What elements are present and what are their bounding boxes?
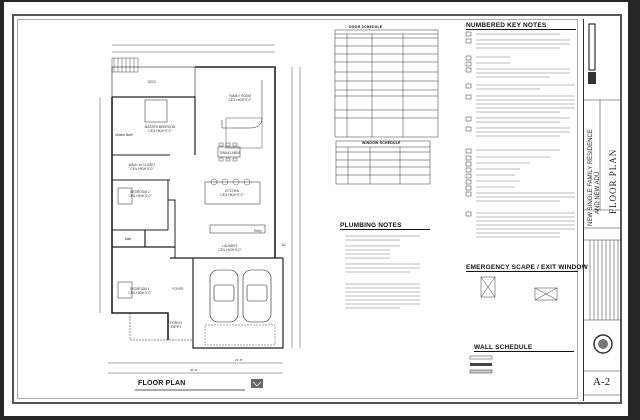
master-bath-label: Master Bath — [115, 133, 132, 137]
exterior-wall — [111, 66, 276, 340]
dining-chairs — [218, 142, 238, 162]
kitchen-label: KITCHEN — [225, 189, 240, 193]
sofa — [221, 80, 263, 129]
dining-table — [217, 146, 241, 158]
kitchen-counter — [209, 224, 266, 234]
master-bedroom-label: MASTER BEDROOM — [145, 125, 176, 129]
sheet-border — [12, 14, 622, 404]
notes-text-lines — [345, 33, 575, 309]
sheet-title: FLOOR PLAN — [608, 148, 618, 214]
master-bed — [144, 99, 168, 123]
bed-2 — [117, 187, 133, 205]
kitchen-ceiling: CEIL HIGH 9'-0" — [220, 193, 243, 197]
overall-dimension: 40'-0" — [190, 368, 198, 372]
dining-area-label: DINING AREA — [220, 151, 241, 155]
master-bedroom-ceiling: CEIL HIGH 9'-0" — [148, 129, 171, 133]
bath-label: Bath — [125, 237, 132, 241]
company-logo — [588, 23, 596, 84]
project-title-line1: NEW SINGLE FAMILY RESIDENCE — [588, 129, 594, 226]
porch-outline — [129, 313, 193, 341]
family-room-ceiling: CEIL HIGH 9'-0" — [228, 98, 251, 102]
garage-cars — [209, 269, 272, 323]
walk-in-closet-ceiling: CEIL HIGH 9'-0" — [130, 167, 153, 171]
laundry-ceiling: CEIL HIGH 9'-0" — [218, 248, 241, 252]
title-block-grid — [583, 99, 621, 396]
garage-dimension: 21'-8" — [235, 358, 243, 362]
window-schedule-table — [335, 140, 431, 185]
master-wall — [112, 96, 196, 155]
deck-label: DECK — [148, 80, 158, 84]
bed-1 — [117, 281, 133, 299]
numbered-key-notes-heading: NUMBERED KEY NOTES — [466, 22, 576, 30]
walk-in-closet-label: WALK-IN CLOSET — [129, 163, 156, 167]
foyer-label: FOYER — [173, 287, 185, 291]
bedroom-1-ceiling: CEIL HIGH 9'-0" — [128, 291, 151, 295]
deck-stairs — [111, 57, 139, 73]
key-note-number-boxes — [465, 31, 472, 217]
ac-label: AC — [282, 243, 287, 247]
kitchen-island — [204, 181, 261, 205]
porch-label: PORCH — [170, 321, 182, 325]
dimension-lines — [99, 44, 301, 374]
sheet-number: A-2 — [593, 376, 611, 388]
family-room-label: FAMILY ROOM — [229, 94, 251, 98]
wall-schedule-swatches — [469, 355, 493, 374]
north-arrow-icon — [251, 379, 263, 388]
city-seal-icon — [593, 334, 613, 354]
bedroom-2-label: BEDROOM 2 — [130, 190, 149, 194]
interior-walls — [112, 154, 176, 258]
drawing-area-border — [17, 19, 578, 399]
entry-label: Entry — [254, 229, 262, 233]
floor-plan-title: FLOOR PLAN — [138, 380, 186, 387]
plumbing-notes-heading: PLUMBING NOTES — [340, 222, 430, 230]
wall-schedule-heading: WALL SCHEDULE — [474, 344, 574, 352]
laundry-label: LAUNDRY — [222, 244, 238, 248]
title-block: NEW SINGLE FAMILY RESIDENCE AND NEW ADU … — [583, 19, 622, 401]
window-schedule-heading: WINDOW SCHEDULE — [362, 141, 401, 145]
garage-walls — [112, 230, 284, 349]
bedroom-1-label: BEDROOM 1 — [130, 287, 149, 291]
bedroom-2-ceiling: CEIL HIGH 9'-0" — [128, 194, 151, 198]
porch-entry-label: ENTRY — [171, 325, 183, 329]
exit-window-diagrams — [480, 276, 558, 301]
emergency-exit-heading: EMERGENCY SCAPE / EXIT WINDOW — [466, 264, 588, 272]
door-schedule-heading: DOOR SCHEDULE — [349, 25, 383, 29]
drawing-sheet — [4, 2, 628, 416]
door-schedule-table — [334, 29, 439, 138]
bar-stools — [210, 178, 251, 186]
project-title-line2: AND NEW ADU — [595, 171, 601, 214]
